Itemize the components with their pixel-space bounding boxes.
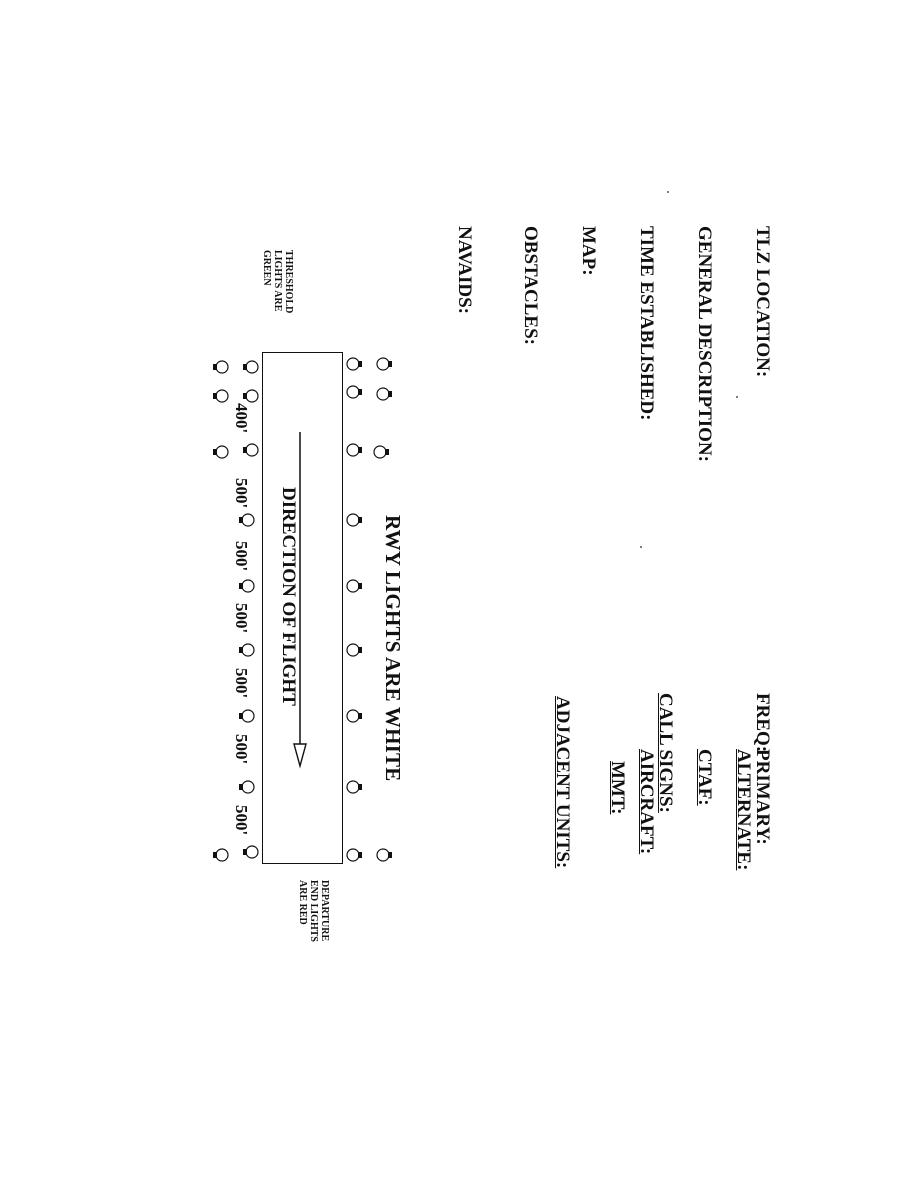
runway-light-icon: [239, 780, 255, 794]
runway-light-icon: [243, 443, 259, 457]
runway-light-icon: [213, 389, 229, 403]
runway-light-icon: [239, 643, 255, 657]
runway-light-icon: [346, 385, 362, 399]
runway-light-icon: [346, 579, 362, 593]
runway-light-icon: [346, 643, 362, 657]
runway-light-icon: [346, 357, 362, 371]
runway-light-icon: [346, 513, 362, 527]
runway-light-icon: [373, 445, 389, 459]
direction-arrow-head: [293, 743, 307, 769]
runway-outline: [262, 352, 343, 864]
runway-light-icon: [213, 360, 229, 374]
runway-light-icon: [213, 848, 229, 862]
scan-speck: [667, 191, 669, 193]
runway-light-icon: [239, 709, 255, 723]
runway-light-icon: [376, 387, 392, 401]
runway-light-icon: [243, 389, 259, 403]
runway-light-icon: [346, 848, 362, 862]
runway-light-icon: [346, 443, 362, 457]
scan-speck: [736, 396, 738, 398]
runway-light-icon: [346, 709, 362, 723]
runway-light-icon: [243, 845, 259, 859]
runway-light-icon: [346, 780, 362, 794]
runway-light-icon: [376, 357, 392, 371]
runway-light-icon: [239, 579, 255, 593]
runway-light-icon: [213, 445, 229, 459]
runway-light-icon: [376, 848, 392, 862]
runway-light-icon: [243, 360, 259, 374]
runway-light-icon: [239, 513, 255, 527]
scan-speck: [640, 546, 642, 548]
